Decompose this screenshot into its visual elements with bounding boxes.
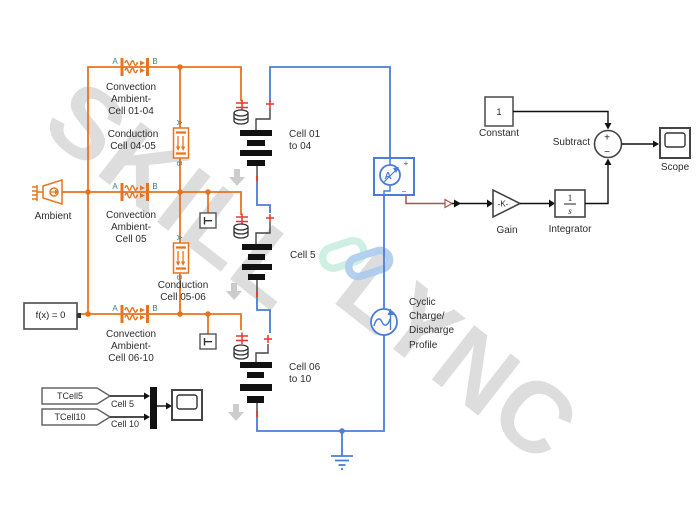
convection-2-label: Convection Ambient- Cell 05 xyxy=(105,210,157,245)
from-tag-tcell5-text: TCell5 xyxy=(56,391,83,401)
ammeter-letter: A xyxy=(384,171,391,182)
down-arrow-icon-1 xyxy=(229,169,245,186)
port-label-b3: B xyxy=(152,304,158,313)
solver-block-text: f(x) = 0 xyxy=(35,310,66,321)
battery-cell01-04-block[interactable] xyxy=(233,99,274,182)
integrator-to-sum-signal xyxy=(585,158,612,205)
port-label-cond1-a: A xyxy=(175,119,185,126)
solver-configuration-block[interactable] xyxy=(23,302,81,330)
ps-output-signal xyxy=(405,195,493,209)
port-label-cond1-b: B xyxy=(175,160,185,167)
convection-block-1[interactable] xyxy=(120,58,150,76)
gain-to-integrator-signal xyxy=(520,199,555,208)
conduction-block-2[interactable] xyxy=(172,242,190,274)
port-label-b2: B xyxy=(152,182,158,191)
subtract-block[interactable]: + − xyxy=(593,129,623,159)
down-arrow-icon-3 xyxy=(228,404,244,421)
mux-output-arrow xyxy=(166,402,172,410)
conduction-block-1[interactable] xyxy=(172,127,190,159)
from-tag-tcell5[interactable] xyxy=(41,387,112,405)
integrator-label: Integrator xyxy=(548,224,592,235)
integrator-denominator: s xyxy=(568,206,572,216)
sensor-plus-mark: + xyxy=(404,159,409,168)
ambient-source-block[interactable] xyxy=(32,178,63,206)
signal-name-cell10: Cell 10 xyxy=(111,419,140,429)
current-sensor-block[interactable]: A + − xyxy=(373,157,415,196)
port-label-a2: A xyxy=(112,182,118,191)
sensor-minus-mark: − xyxy=(402,187,407,196)
cyclic-source-label: Cyclic Charge/ Discharge Profile xyxy=(409,297,455,351)
sum-minus-sign: − xyxy=(604,147,610,158)
battery-cell5-label: Cell 5 xyxy=(290,250,316,261)
port-label-b1: B xyxy=(152,57,158,66)
battery-group3-label: Cell 06 to 10 xyxy=(289,362,321,385)
temperature-sensor-1[interactable] xyxy=(199,212,217,229)
battery-cell06-10-block[interactable] xyxy=(233,332,272,418)
integrator-numerator: 1 xyxy=(568,193,573,203)
scope2-block[interactable] xyxy=(171,389,203,421)
port-label-cond2-b: B xyxy=(175,274,185,281)
thermal-mass-icon xyxy=(233,344,249,360)
conduction-2-label: Conduction Cell 05-06 xyxy=(157,280,209,303)
gain-label: Gain xyxy=(496,225,518,236)
thermal-mass-icon xyxy=(233,109,249,125)
convection-1-label: Convection Ambient- Cell 01-04 xyxy=(105,82,157,117)
mux-input-arrow-1 xyxy=(144,392,150,400)
sum-to-scope-signal xyxy=(621,140,659,148)
convection-3-label: Convection Ambient- Cell 06-10 xyxy=(105,329,157,364)
thermal-mass-icon xyxy=(233,223,249,239)
constant-block[interactable]: 1 xyxy=(484,96,514,127)
mux-input-signals xyxy=(110,395,144,418)
constant-label: Constant xyxy=(478,128,520,139)
signal-name-cell5: Cell 5 xyxy=(111,399,135,409)
battery-group1-label: Cell 01 to 04 xyxy=(289,129,321,152)
convection-block-3[interactable] xyxy=(120,305,150,323)
from-tag-tcell10[interactable] xyxy=(41,408,112,426)
mux-input-arrow-2 xyxy=(144,413,150,421)
scope-block[interactable] xyxy=(659,127,691,159)
gain-block[interactable]: -K- xyxy=(492,188,522,219)
thermal-junction-dots xyxy=(85,64,211,317)
from-tag-tcell10-text: TCell10 xyxy=(54,412,86,422)
conduction-1-label: Conduction Cell 04-05 xyxy=(107,129,159,152)
port-label-a3: A xyxy=(112,304,118,313)
watermark-link-icon xyxy=(318,236,394,281)
battery-cell05-block[interactable] xyxy=(233,213,274,298)
sum-plus-sign: + xyxy=(604,133,610,144)
ambient-label: Ambient xyxy=(34,211,72,222)
gain-value: -K- xyxy=(498,200,509,209)
constant-value: 1 xyxy=(496,107,501,117)
integrator-block[interactable]: 1 s xyxy=(554,189,586,218)
temperature-sensor-2[interactable] xyxy=(199,333,217,350)
subtract-label: Subtract xyxy=(552,137,590,148)
electrical-junction-dot xyxy=(339,428,345,434)
down-arrow-icon-2 xyxy=(226,283,242,300)
convection-block-2[interactable] xyxy=(120,183,150,201)
constant-to-sum-signal xyxy=(513,110,612,130)
electrical-wires xyxy=(256,66,391,470)
cyclic-source-block[interactable] xyxy=(370,308,398,336)
mux-block[interactable] xyxy=(150,387,157,429)
port-label-cond2-a: A xyxy=(175,234,185,241)
scope-label: Scope xyxy=(660,162,690,173)
port-label-a1: A xyxy=(112,57,118,66)
